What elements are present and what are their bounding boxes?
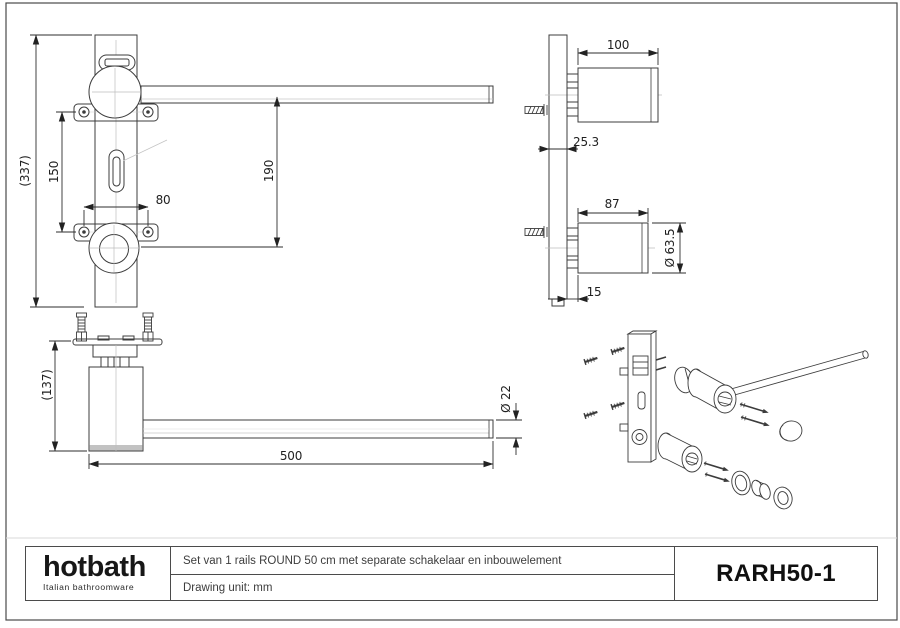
dim-screw-spacing: 80	[156, 193, 171, 207]
dim-switch-diameter: Ø 63.5	[663, 229, 677, 268]
brand-tagline: Italian bathroomware	[43, 581, 135, 592]
wall-plate-side	[548, 34, 568, 300]
rail-bottom-view	[142, 419, 494, 439]
dim-rail-diameter: Ø 22	[499, 385, 513, 413]
mounting-screw-bottom	[524, 226, 548, 238]
upper-mounting-plate	[73, 103, 159, 122]
dim-overall-height: (337)	[18, 155, 32, 186]
switch-side	[566, 222, 649, 274]
wall-plug-left	[76, 312, 87, 342]
rail-top-view	[140, 85, 494, 104]
exploded-rail-holder	[687, 368, 737, 414]
exploded-sleeve	[751, 479, 771, 500]
exploded-rail	[730, 350, 869, 397]
exploded-inwall-body	[619, 330, 667, 463]
mounting-screw-top	[524, 104, 548, 116]
title-block: hotbath Italian bathroomware Set van 1 r…	[25, 546, 878, 601]
exploded-pins-lower	[703, 461, 730, 482]
bottom-view-dimensions	[49, 340, 522, 469]
brand-logo: hotbath	[43, 551, 146, 584]
dim-body-height: (137)	[40, 369, 54, 400]
exploded-end-cap	[779, 420, 803, 442]
inwall-body	[94, 34, 138, 308]
exploded-switch	[657, 432, 703, 473]
exploded-screws	[583, 346, 625, 420]
dim-rail-to-valve: 190	[262, 160, 276, 182]
dim-switch-length: 87	[605, 197, 620, 211]
exploded-ring	[773, 486, 793, 510]
drawing-unit: Drawing unit: mm	[183, 581, 273, 594]
front-view-dimensions	[30, 34, 283, 308]
dim-plate-spacing: 150	[47, 161, 61, 183]
brand-logo-cell: hotbath Italian bathroomware	[26, 547, 171, 600]
part-number: RARH50-1	[716, 559, 836, 587]
wall-plug-right	[142, 312, 154, 342]
front-view	[73, 34, 494, 308]
product-description: Set van 1 rails ROUND 50 cm met separate…	[171, 547, 674, 576]
bottom-view	[72, 312, 494, 452]
exploded-pins-upper	[739, 402, 770, 427]
middle-slot	[108, 139, 168, 193]
rail-holder-side	[566, 67, 659, 123]
dim-rail-length: 500	[280, 449, 302, 463]
dim-holder-length: 100	[607, 38, 629, 52]
dim-plate-thickness: 25.3	[573, 135, 599, 149]
description-cell: Set van 1 rails ROUND 50 cm met separate…	[171, 547, 675, 600]
exploded-washer	[731, 470, 751, 496]
sheet-border	[5, 2, 898, 621]
side-view-dimensions	[538, 48, 686, 303]
rail-body	[88, 344, 144, 452]
dim-wall-offset: 15	[587, 285, 602, 299]
side-view	[524, 34, 662, 307]
exploded-view	[583, 330, 869, 510]
